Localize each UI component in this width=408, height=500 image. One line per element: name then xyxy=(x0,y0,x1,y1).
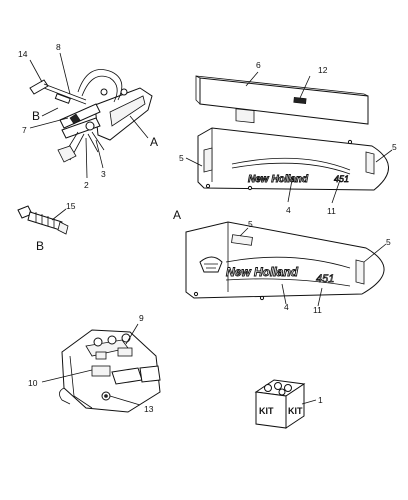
view-label-b-detail: B xyxy=(36,239,44,253)
kit-label-left: KIT xyxy=(259,406,274,416)
brand-logo-lower xyxy=(199,256,223,273)
callout-13: 13 xyxy=(144,404,154,414)
decal-brand-lower: New Holland xyxy=(226,265,299,279)
callout-2: 2 xyxy=(84,180,89,190)
decal-9 xyxy=(117,347,133,357)
callout-15: 15 xyxy=(66,201,76,211)
upper-cover-shield: New Holland 451 xyxy=(185,127,393,204)
callout-9: 9 xyxy=(139,313,144,323)
callout-4-lower: 4 xyxy=(284,302,289,312)
callout-11-upper: 11 xyxy=(327,206,336,216)
decal-model-upper: 451 xyxy=(334,174,349,184)
decal-10 xyxy=(91,365,111,377)
callout-5-lower-top: 5 xyxy=(248,219,253,229)
decal-brand-upper: New Holland xyxy=(248,174,309,185)
callout-14: 14 xyxy=(18,49,28,59)
callout-8: 8 xyxy=(56,42,61,52)
callout-10: 10 xyxy=(28,378,38,388)
mower-head-leaders xyxy=(29,52,149,179)
callout-5-upper-right: 5 xyxy=(392,142,397,152)
gearbox-assembly xyxy=(41,323,161,413)
callout-7: 7 xyxy=(22,125,27,135)
bolt-detail-b xyxy=(17,205,69,235)
view-label-b-main: B xyxy=(32,109,40,123)
callout-5-lower-right: 5 xyxy=(386,237,391,247)
callout-3: 3 xyxy=(101,169,106,179)
mower-head-assembly xyxy=(29,69,153,163)
callout-11-lower: 11 xyxy=(313,305,322,315)
callout-12: 12 xyxy=(318,65,328,75)
view-label-a-detail: A xyxy=(173,208,181,222)
kit-box: KIT KIT xyxy=(254,379,317,429)
lower-cover-shield: New Holland 451 xyxy=(185,221,387,307)
view-label-a-main: A xyxy=(150,135,158,149)
top-bar-panel xyxy=(195,71,369,125)
decal-6 xyxy=(235,108,255,124)
callout-4-upper: 4 xyxy=(286,205,291,215)
callout-1: 1 xyxy=(318,395,323,405)
kit-label-right: KIT xyxy=(288,406,303,416)
callout-5-upper-left: 5 xyxy=(179,153,184,163)
callout-6: 6 xyxy=(256,60,261,70)
decal-model-lower: 451 xyxy=(316,273,334,285)
